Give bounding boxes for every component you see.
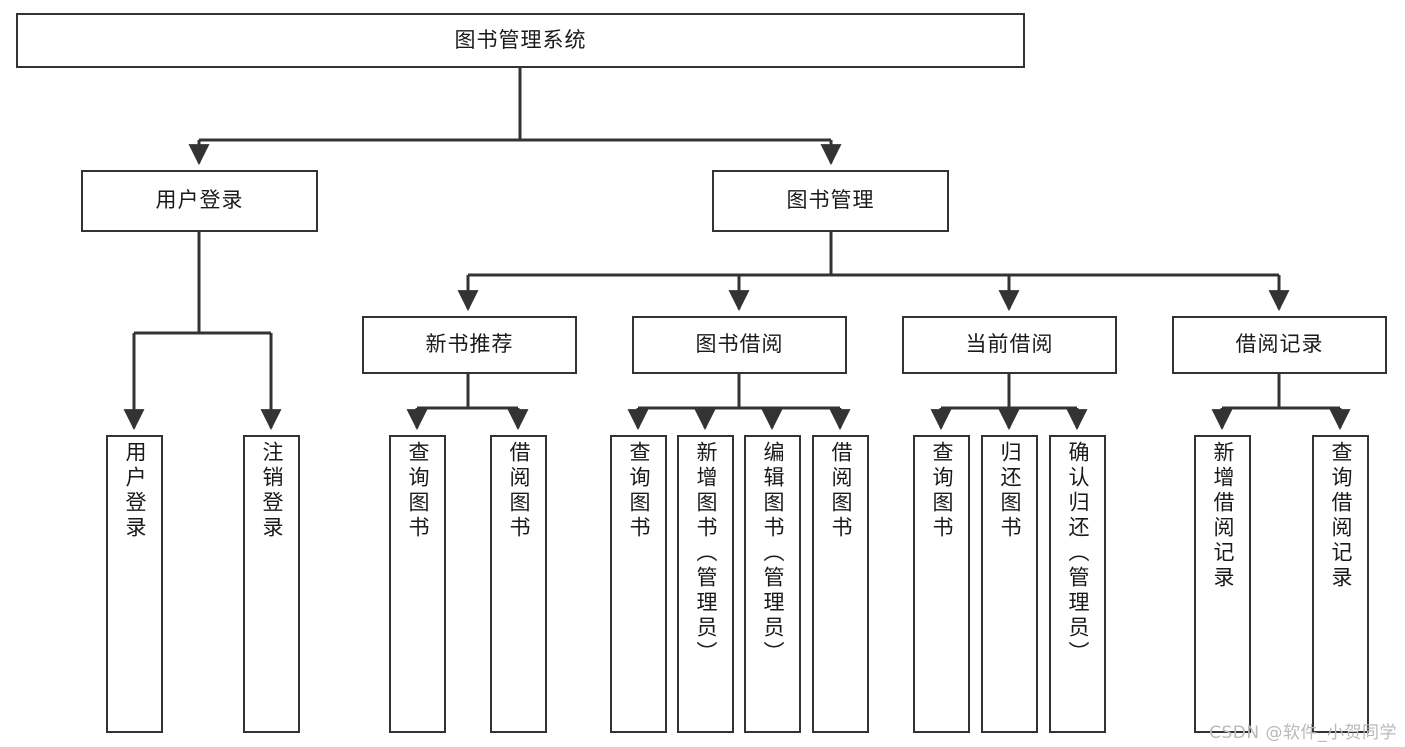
node-leaf-user-login[interactable]: 用户登录 (106, 435, 163, 733)
node-label: 查询借阅记录 (1329, 441, 1353, 591)
node-label: 注销登录 (260, 441, 284, 541)
node-label: 借阅图书 (829, 441, 853, 541)
node-label: 借阅记录 (1235, 332, 1324, 357)
node-user-login[interactable]: 用户登录 (81, 170, 318, 232)
node-leaf-logout[interactable]: 注销登录 (243, 435, 300, 733)
node-label: 图书借阅 (695, 332, 784, 357)
node-borrow-record[interactable]: 借阅记录 (1172, 316, 1387, 374)
node-leaf-query-book-current[interactable]: 查询图书 (913, 435, 970, 733)
node-label: 用户登录 (155, 188, 244, 213)
node-current-borrow[interactable]: 当前借阅 (902, 316, 1117, 374)
node-label: 新书推荐 (425, 332, 514, 357)
node-label: 当前借阅 (965, 332, 1054, 357)
node-label: 新增借阅记录 (1211, 441, 1235, 591)
node-leaf-borrow-book-new[interactable]: 借阅图书 (490, 435, 547, 733)
node-label: 借阅图书 (507, 441, 531, 541)
node-label: 归还图书 (998, 441, 1022, 541)
node-label: 确认归还（管理员） (1066, 441, 1090, 666)
node-leaf-confirm-return-admin[interactable]: 确认归还（管理员） (1049, 435, 1106, 733)
node-leaf-query-book-borrow[interactable]: 查询图书 (610, 435, 667, 733)
node-leaf-add-book-admin[interactable]: 新增图书（管理员） (677, 435, 734, 733)
node-label: 查询图书 (627, 441, 651, 541)
node-leaf-return-book[interactable]: 归还图书 (981, 435, 1038, 733)
node-leaf-edit-book-admin[interactable]: 编辑图书（管理员） (744, 435, 801, 733)
node-label: 图书管理系统 (454, 27, 587, 52)
node-root-system[interactable]: 图书管理系统 (16, 13, 1025, 68)
node-new-book-recommend[interactable]: 新书推荐 (362, 316, 577, 374)
node-leaf-query-book-new[interactable]: 查询图书 (389, 435, 446, 733)
node-leaf-borrow-book[interactable]: 借阅图书 (812, 435, 869, 733)
node-label: 用户登录 (123, 441, 147, 541)
node-book-management[interactable]: 图书管理 (712, 170, 949, 232)
node-leaf-add-borrow-record[interactable]: 新增借阅记录 (1194, 435, 1251, 733)
node-label: 查询图书 (930, 441, 954, 541)
node-leaf-query-borrow-record[interactable]: 查询借阅记录 (1312, 435, 1369, 733)
node-label: 查询图书 (406, 441, 430, 541)
node-label: 图书管理 (786, 188, 875, 213)
watermark: CSDN @软件_小贺同学 (1209, 723, 1397, 743)
node-book-borrow[interactable]: 图书借阅 (632, 316, 847, 374)
node-label: 编辑图书（管理员） (761, 441, 785, 666)
node-label: 新增图书（管理员） (694, 441, 718, 666)
